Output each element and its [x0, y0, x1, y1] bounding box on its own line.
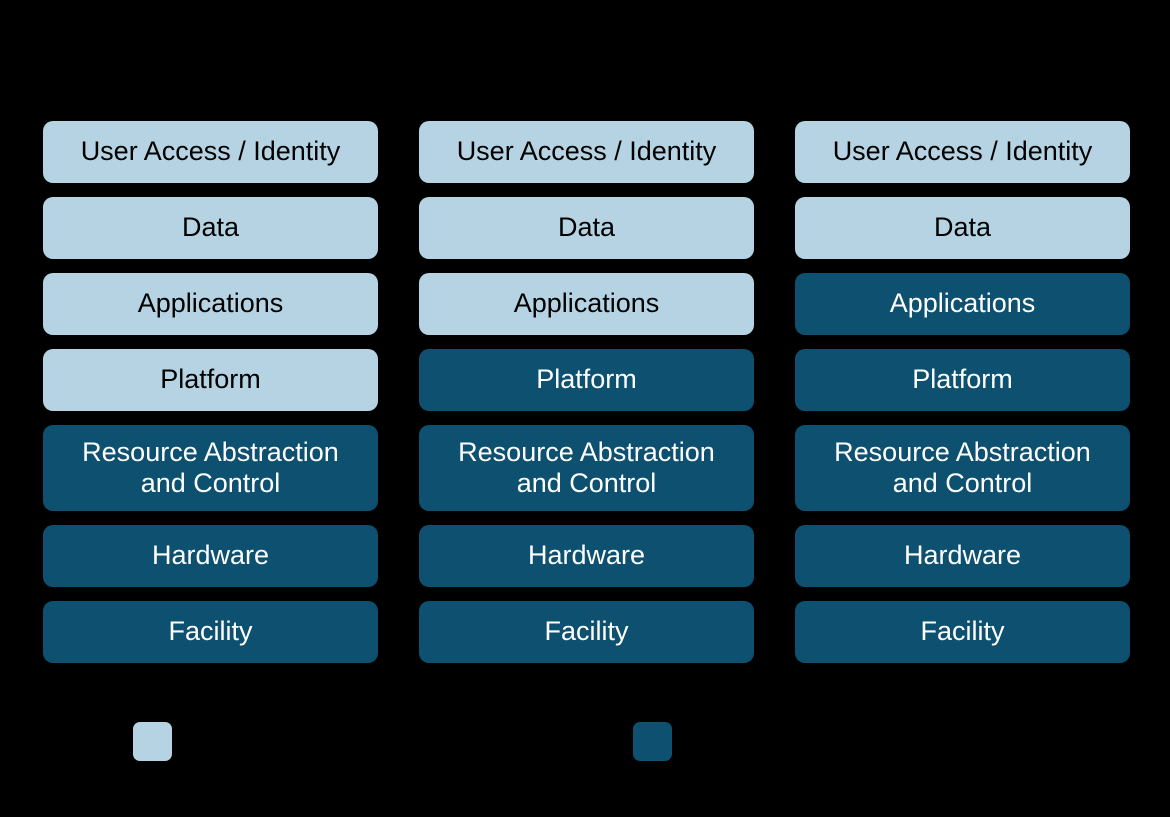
layer-user-access-identity: User Access / Identity — [419, 121, 754, 183]
layer-hardware: Hardware — [419, 525, 754, 587]
layer-user-access-identity: User Access / Identity — [795, 121, 1130, 183]
layer-data: Data — [419, 197, 754, 259]
service-stack-column-3: User Access / Identity Data Applications… — [795, 121, 1130, 663]
service-stack-column-2: User Access / Identity Data Applications… — [419, 121, 754, 663]
layer-hardware: Hardware — [43, 525, 378, 587]
legend-swatch-light — [133, 722, 172, 761]
layer-facility: Facility — [795, 601, 1130, 663]
layer-data: Data — [43, 197, 378, 259]
layer-data: Data — [795, 197, 1130, 259]
layer-resource-abstraction-and-control: Resource Abstraction and Control — [419, 425, 754, 511]
layer-applications: Applications — [43, 273, 378, 335]
service-stack-column-1: User Access / Identity Data Applications… — [43, 121, 378, 663]
layer-facility: Facility — [419, 601, 754, 663]
layer-facility: Facility — [43, 601, 378, 663]
layer-platform: Platform — [795, 349, 1130, 411]
layer-resource-abstraction-and-control: Resource Abstraction and Control — [43, 425, 378, 511]
layer-resource-abstraction-and-control: Resource Abstraction and Control — [795, 425, 1130, 511]
layer-applications: Applications — [419, 273, 754, 335]
layer-platform: Platform — [43, 349, 378, 411]
layer-hardware: Hardware — [795, 525, 1130, 587]
layer-platform: Platform — [419, 349, 754, 411]
layer-applications: Applications — [795, 273, 1130, 335]
legend-swatch-dark — [633, 722, 672, 761]
layer-user-access-identity: User Access / Identity — [43, 121, 378, 183]
